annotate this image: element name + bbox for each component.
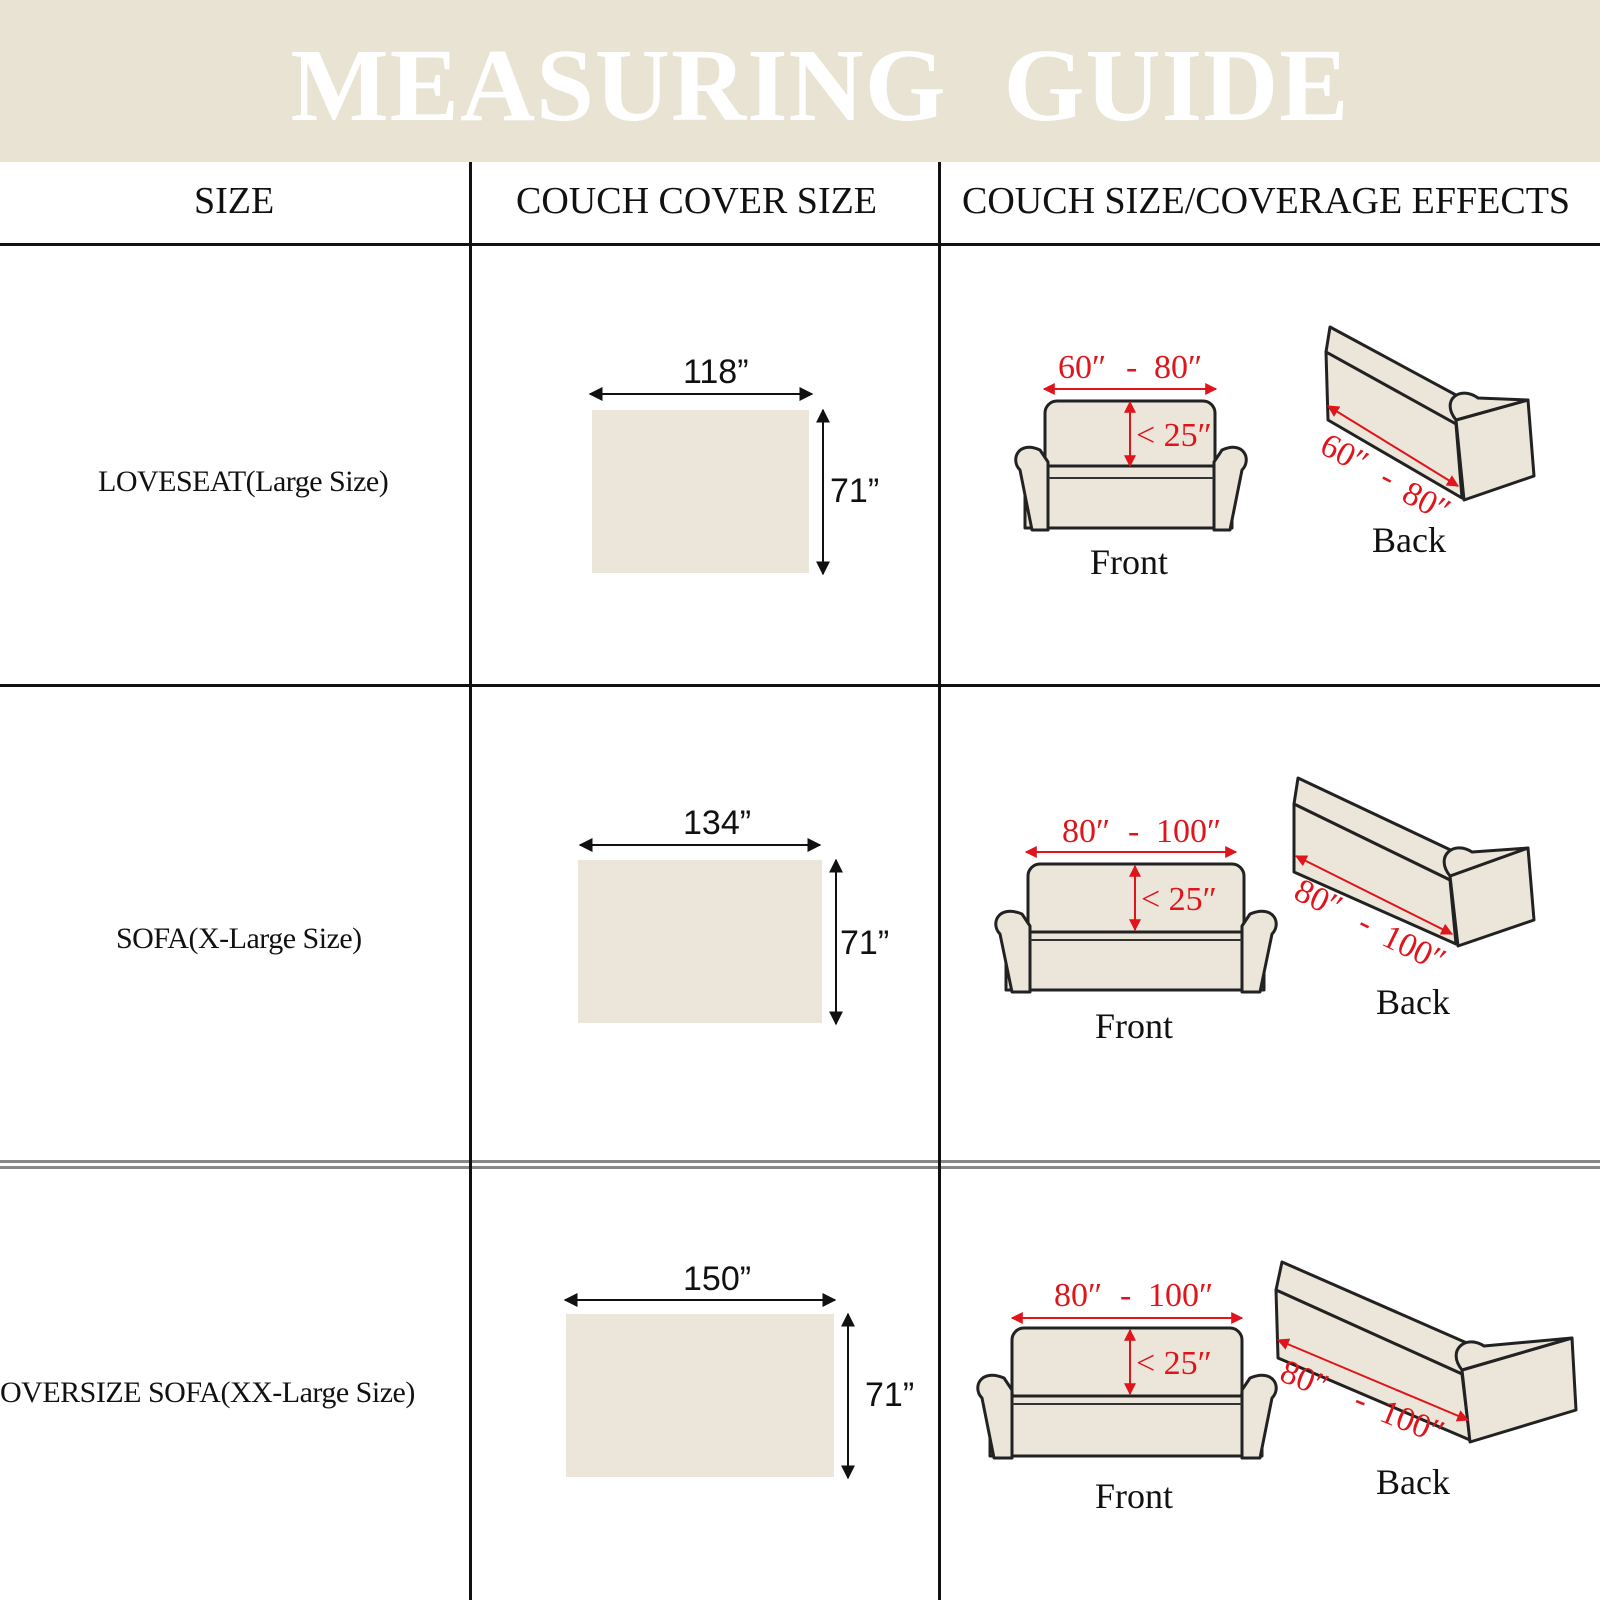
cover-width-label: 134” bbox=[683, 804, 751, 842]
column-divider-2 bbox=[938, 162, 941, 1600]
front-range-high: 100″ bbox=[1156, 813, 1221, 850]
header-divider bbox=[0, 243, 1600, 246]
header-coverage: COUCH SIZE/COVERAGE EFFECTS bbox=[962, 180, 1571, 222]
front-range-sep: - bbox=[1120, 1277, 1131, 1314]
size-label-oversize-sofa: OVERSIZE SOFA(XX-Large Size) bbox=[0, 1376, 415, 1409]
page-title: MEASURING GUIDE bbox=[290, 28, 1350, 143]
front-caption: Front bbox=[1090, 542, 1168, 582]
row-divider-2 bbox=[0, 1160, 1600, 1163]
back-caption: Back bbox=[1376, 982, 1450, 1022]
front-range-high: 100″ bbox=[1148, 1277, 1213, 1314]
cover-swatch bbox=[566, 1314, 834, 1477]
cover-swatch bbox=[578, 860, 822, 1023]
back-width-arrow bbox=[1294, 855, 1454, 935]
title-banner: MEASURING GUIDE bbox=[0, 0, 1600, 162]
front-range-low: 60″ bbox=[1058, 349, 1106, 386]
front-range-sep: - bbox=[1128, 813, 1139, 850]
size-label-loveseat: LOVESEAT(Large Size) bbox=[98, 465, 389, 498]
front-range-low: 80″ bbox=[1062, 813, 1110, 850]
cover-height-label: 71” bbox=[830, 472, 879, 510]
front-range-sep: - bbox=[1126, 349, 1137, 386]
cover-swatch bbox=[592, 410, 809, 573]
back-caption: Back bbox=[1376, 1462, 1450, 1502]
column-divider-1 bbox=[469, 162, 472, 1600]
cover-height-label: 71” bbox=[840, 924, 889, 962]
seat-height-label: < 25″ bbox=[1136, 1345, 1212, 1382]
back-width-arrow bbox=[1276, 1338, 1470, 1422]
row-divider-2b bbox=[0, 1166, 1600, 1169]
cover-width-label: 150” bbox=[683, 1260, 751, 1298]
back-caption: Back bbox=[1372, 520, 1446, 560]
back-width-arrow bbox=[1326, 405, 1460, 487]
cover-width-label: 118” bbox=[683, 353, 749, 391]
cover-height-label: 71” bbox=[865, 1376, 914, 1414]
seat-height-label: < 25″ bbox=[1136, 417, 1212, 454]
front-couch-icon bbox=[976, 1326, 1278, 1460]
front-range-low: 80″ bbox=[1054, 1277, 1102, 1314]
front-caption: Front bbox=[1095, 1476, 1173, 1516]
seat-height-label: < 25″ bbox=[1141, 881, 1217, 918]
front-caption: Front bbox=[1095, 1006, 1173, 1046]
size-label-sofa: SOFA(X-Large Size) bbox=[116, 922, 362, 955]
header-cover-size: COUCH COVER SIZE bbox=[516, 180, 878, 222]
front-range-high: 80″ bbox=[1154, 349, 1202, 386]
row-divider-1 bbox=[0, 684, 1600, 687]
header-size: SIZE bbox=[194, 180, 275, 222]
